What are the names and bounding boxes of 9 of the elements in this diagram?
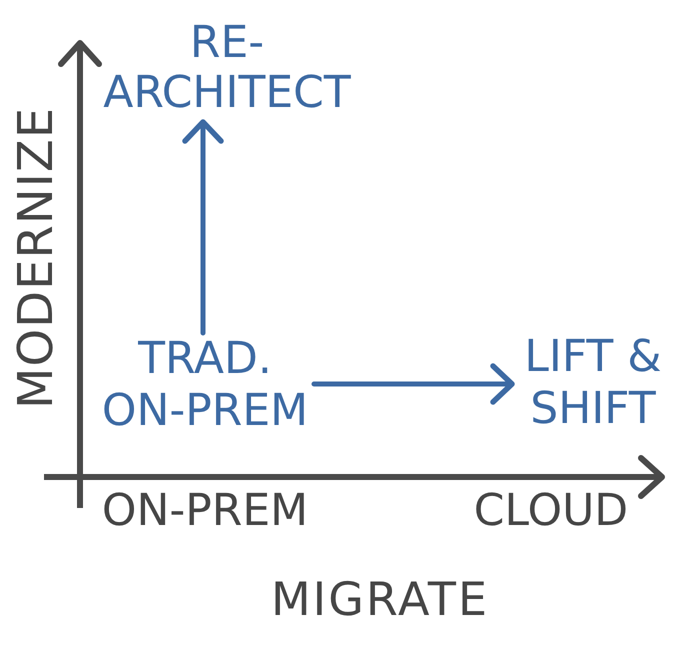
strategy-label: TRAD. ON-PREM bbox=[96, 333, 314, 437]
arrow bbox=[312, 363, 515, 405]
arrow bbox=[182, 119, 224, 336]
strategy-label: RE- ARCHITECT bbox=[96, 18, 358, 118]
axis-tick-label: CLOUD bbox=[474, 485, 628, 537]
axis-tick-label: ON-PREM bbox=[102, 485, 308, 537]
axis-title: MIGRATE bbox=[270, 573, 490, 625]
strategy-label: LIFT & SHIFT bbox=[518, 331, 668, 435]
axis-title: MODERNIZE bbox=[10, 106, 62, 410]
